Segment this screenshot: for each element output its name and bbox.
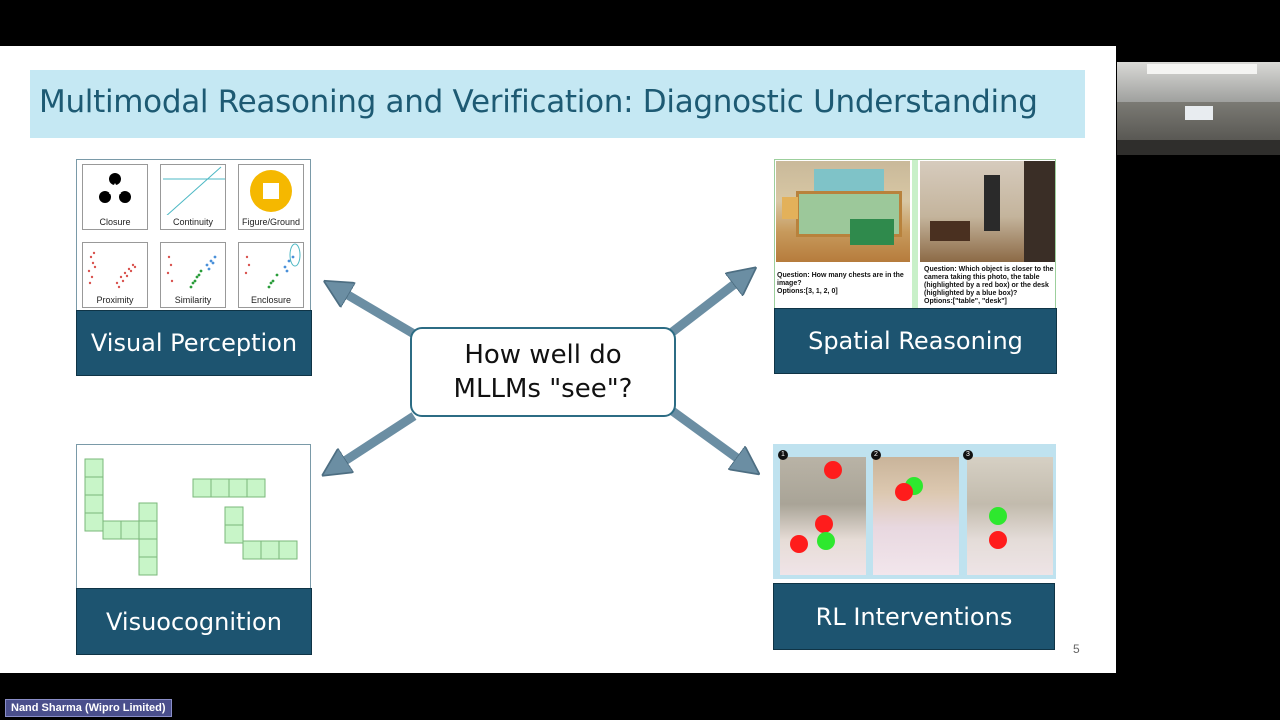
visuocognition-image [76,444,311,589]
central-question-box: How well do MLLMs "see"? [410,327,676,417]
visual-perception-label: Visual Perception [76,310,312,376]
webcam-video-feed[interactable] [1117,62,1280,155]
block-shapes-icon [84,458,298,576]
participant-name-tag: Nand Sharma (Wipro Limited) [5,699,172,717]
slide-title-bar: Multimodal Reasoning and Verification: D… [30,70,1085,138]
enclosure-scatter-icon [244,243,301,289]
rl-step-3-badge: 3 [963,450,973,460]
arrow-to-visuocognition [334,412,417,468]
similarity-cell: Similarity [160,242,226,308]
continuity-icon [163,166,225,218]
similarity-scatter-icon [166,255,217,289]
arrow-to-rl-interventions [668,406,748,466]
rl-step-2-badge: 2 [871,450,881,460]
continuity-cell: Continuity [160,164,226,230]
figure-ground-icon [250,170,292,212]
rl-photo-3 [967,457,1053,575]
visuocognition-label: Visuocognition [76,588,312,655]
proximity-cell: Proximity [82,242,148,308]
closure-cell: Closure [82,164,148,230]
rl-step-1-badge: 1 [778,450,788,460]
rl-interventions-label: RL Interventions [773,583,1055,650]
arrow-to-visual-perception [336,288,417,338]
spatial-question-1: Question: How many chests are in the ima… [777,272,904,295]
figure-ground-cell: Figure/Ground [238,164,304,230]
visual-perception-image: Closure Continuity Figure/Ground P [76,159,311,311]
closure-icon [99,173,131,203]
bedroom-photo [776,161,910,262]
enclosure-cell: Enclosure [238,242,304,308]
spatial-reasoning-label: Spatial Reasoning [774,308,1057,374]
rl-photo-2 [873,457,959,575]
proximity-scatter-icon [87,251,137,289]
page-number: 5 [1073,642,1080,656]
arrow-to-spatial-reasoning [668,276,745,337]
slide-title: Multimodal Reasoning and Verification: D… [39,84,1038,120]
living-room-photo [920,161,1055,262]
rl-photo-1 [780,457,866,575]
spatial-reasoning-image: Question: How many chests are in the ima… [774,159,1056,309]
rl-interventions-image: 1 2 3 [773,444,1056,579]
spatial-question-2: Question: Which object is closer to the … [924,266,1054,305]
presentation-slide: Multimodal Reasoning and Verification: D… [0,46,1116,673]
